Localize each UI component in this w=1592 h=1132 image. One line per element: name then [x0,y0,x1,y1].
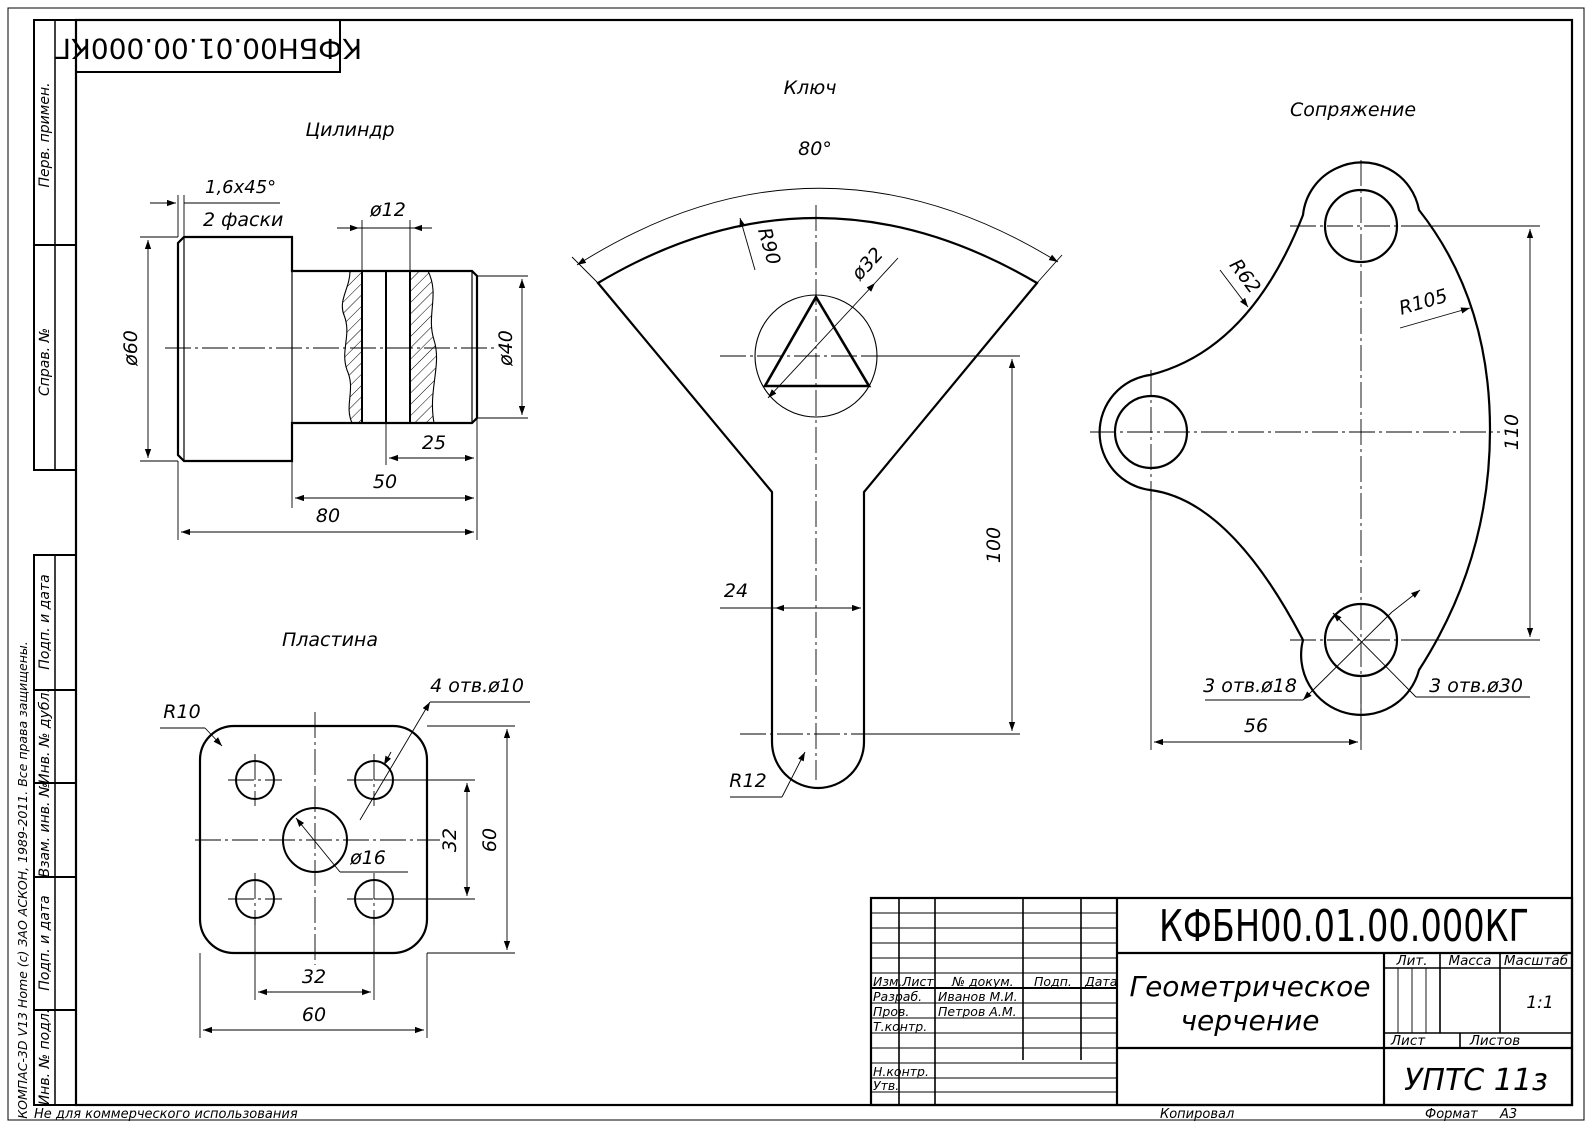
footer-format-value: А3 [1499,1107,1517,1122]
label-inv-dubl: Инв. № дубл. [37,688,53,784]
cyl-dim-50: 50 [373,471,397,493]
view-conjugation: Сопряжение [1090,99,1540,750]
tb-razrab-name: Иванов М.И. [938,989,1018,1004]
cyl-dim-80: 80 [316,505,340,527]
conj-dim-110: 110 [1501,414,1523,450]
label-podp-data-2: Подп. и дата [37,895,53,990]
tb-col-data: Дата [1084,974,1117,989]
mirrored-designation: КФБН00.01.00.000КГ [54,32,362,65]
tb-col-list: Лист [901,974,934,989]
conj-r62: R62 [1225,255,1265,298]
conj-holes18: 3 отв.ø18 [1203,675,1297,697]
tb-scale-value: 1:1 [1526,993,1553,1013]
cylinder-title: Цилиндр [305,119,394,141]
label-inv-podl: Инв. № подл. [37,1009,53,1106]
key-r12: R12 [729,770,766,792]
sheet-footer: Не для коммерческого использования Копир… [34,1107,1517,1122]
view-plate: Пластина [160,629,530,1038]
conj-dim-56: 56 [1244,715,1268,737]
view-key: Ключ [571,77,1063,798]
plate-r10: R10 [163,701,200,723]
tb-utv-label: Утв. [873,1078,899,1093]
tb-name-line1: Геометрическое [1129,970,1370,1003]
tb-designation: КФБН00.01.00.000КГ [1159,901,1529,952]
tb-col-podp: Подп. [1034,974,1072,989]
tb-massa-label: Масса [1448,953,1491,969]
label-sprav-no: Справ. № [37,328,53,396]
footer-kopiroval: Копировал [1160,1107,1234,1122]
key-angle: 80° [798,138,832,160]
cyl-chamfer: 1,6x45° [205,177,276,198]
tb-tkontr-label: Т.контр. [873,1019,927,1034]
tb-masshtab-label: Масштаб [1504,953,1568,969]
view-cylinder: Цилиндр [120,119,528,540]
label-vzam-inv: Взам. инв. № [37,782,53,877]
plate-dim-60v: 60 [479,828,501,852]
label-podp-data-1: Подп. и дата [37,574,53,669]
copyright-text: КОМПАС-3D V13 Home (c) ЗАО АСКОН, 1989-2… [15,641,30,1119]
sheet-frame [7,7,1585,1121]
tb-nkontr-label: Н.контр. [873,1064,929,1079]
footer-noncommercial: Не для коммерческого использования [34,1107,298,1122]
plate-title: Пластина [282,629,378,651]
key-title: Ключ [784,77,837,99]
label-perv-primen: Перв. примен. [37,82,53,187]
plate-d16: ø16 [349,847,386,869]
plate-dim-32v: 32 [439,828,461,852]
conj-holes30: 3 отв.ø30 [1429,675,1523,697]
key-dim-100: 100 [983,527,1005,563]
plate-holes10: 4 отв.ø10 [430,675,524,697]
plate-dim-60h: 60 [302,1004,326,1026]
cyl-dia-small: ø40 [495,330,517,367]
cyl-dia-hole: ø12 [369,199,406,221]
key-d32: ø32 [847,243,888,285]
conj-r105: R105 [1397,285,1451,320]
key-r90: R90 [753,225,784,267]
key-dim-24: 24 [724,580,748,602]
tb-name-line2: черчение [1180,1004,1319,1037]
conj-title: Сопряжение [1290,99,1416,121]
tb-org: УПТС 11з [1404,1063,1548,1098]
cyl-chamfer-count: 2 фаски [203,209,283,231]
footer-format-label: Формат [1425,1107,1478,1122]
tb-prov-name: Петров А.М. [938,1004,1017,1019]
tb-col-doc: № докум. [951,974,1014,989]
tb-prov-label: Пров. [873,1004,909,1019]
tb-lit-label: Лит. [1395,953,1427,969]
cyl-dia-big: ø60 [120,330,142,367]
tb-list-label: Лист [1390,1033,1426,1049]
tb-razrab-label: Разраб. [873,989,922,1004]
tb-col-izm: Изм. [873,974,902,989]
cyl-dim-25: 25 [422,432,446,454]
title-block: КФБН00.01.00.000КГ Геометрическое черчен… [869,896,1574,1107]
tb-listov-label: Листов [1469,1033,1520,1049]
plate-dim-32h: 32 [302,966,326,988]
left-strip-labels: Перв. примен. Справ. № Подп. и дата Инв.… [15,82,53,1118]
